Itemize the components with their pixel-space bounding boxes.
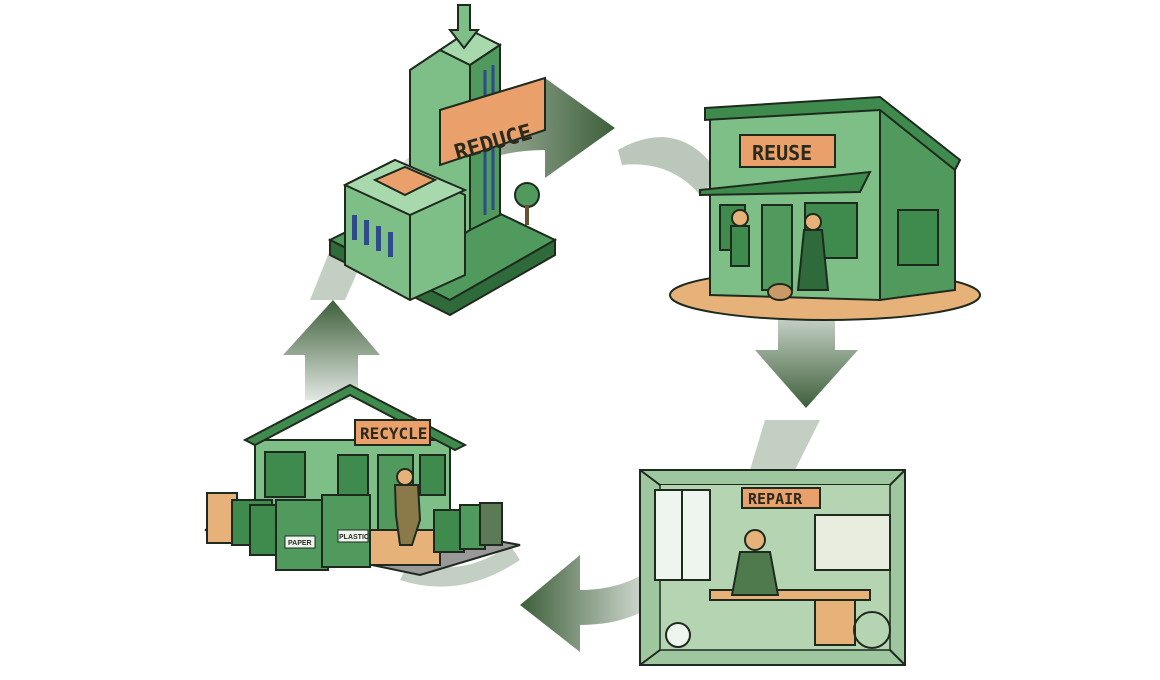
reuse-sign	[739, 134, 836, 168]
reuse-shop: REUSE	[669, 95, 981, 321]
paper-bin	[275, 499, 329, 571]
recycle-label: RECYCLE	[360, 424, 427, 443]
reduce-building: REDUCE	[327, 4, 558, 317]
arrow-repair-to-recycle	[400, 545, 660, 652]
paper-bin-label: PAPER	[288, 540, 312, 547]
repair-sign	[741, 487, 821, 509]
arrow-reuse-to-repair	[750, 300, 858, 470]
reuse-label: REUSE	[752, 141, 812, 165]
reduce-sign	[439, 76, 546, 167]
repair-label: REPAIR	[748, 490, 803, 508]
recycle-sign	[354, 419, 431, 446]
plastic-bin-label: PLASTIC	[339, 534, 369, 541]
repair-workshop: REPAIR	[639, 469, 906, 666]
recycle-center: RECYCLE PAPER PLASTIC	[204, 383, 521, 577]
